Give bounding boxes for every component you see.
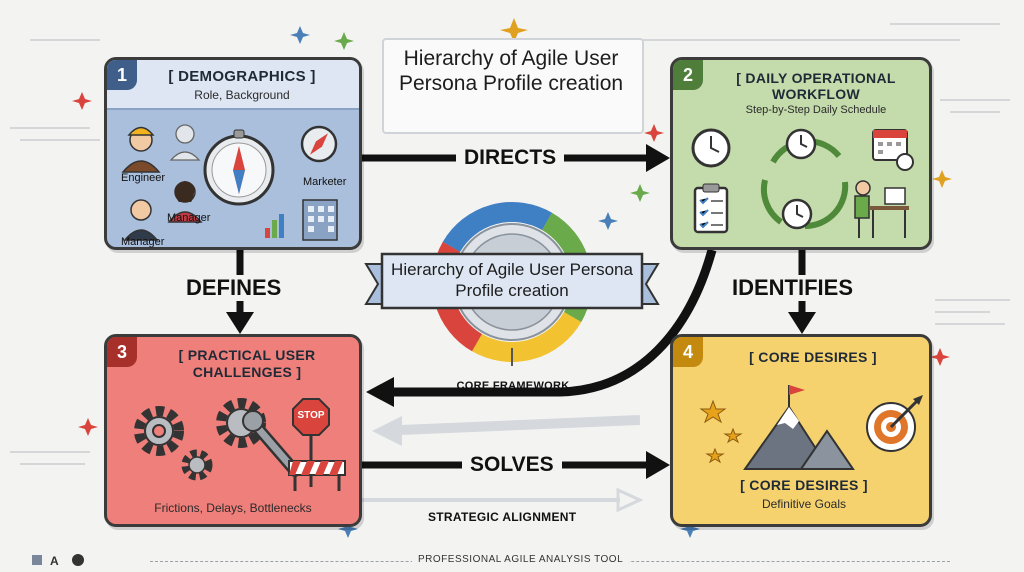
person-at-desk-icon xyxy=(854,180,909,238)
card-workflow-title-line2: WORKFLOW xyxy=(772,86,860,102)
clock-icon xyxy=(785,128,817,160)
target-icon xyxy=(866,395,923,452)
clipboard-icon xyxy=(693,183,729,234)
compass-icon xyxy=(203,129,275,206)
card-workflow-title-line1: [ DAILY OPERATIONAL xyxy=(736,70,896,86)
card-number-3: 3 xyxy=(107,337,137,367)
gear-icon xyxy=(134,406,184,456)
connector-label-identifies: IDENTIFIES xyxy=(728,275,858,301)
core-framework-caption: CORE FRAMEWORK xyxy=(456,380,570,392)
label-manager-1: Manager xyxy=(167,212,211,224)
challenges-illustration xyxy=(134,398,346,491)
compass-icon xyxy=(300,125,338,163)
card-desires-title: [ CORE DESIRES ] xyxy=(749,349,877,365)
card-daily-workflow: 2 [ DAILY OPERATIONAL WORKFLOW Step-by-S… xyxy=(670,57,932,250)
mountain-icon xyxy=(743,385,855,470)
desires-illustration xyxy=(699,385,923,470)
card-challenges-title-line2: CHALLENGES ] xyxy=(192,364,302,380)
title-box xyxy=(382,38,644,134)
engineer-icon xyxy=(121,126,161,173)
label-manager-2: Manager xyxy=(121,236,165,248)
building-icon xyxy=(302,199,338,241)
star-icon xyxy=(699,399,743,464)
clock-icon xyxy=(691,128,731,168)
clock-icon xyxy=(781,198,813,230)
ribbon-banner xyxy=(364,252,660,310)
gear-icon xyxy=(181,449,213,481)
card-number-4: 4 xyxy=(673,337,703,367)
svg-text:A: A xyxy=(50,554,59,568)
calendar-icon xyxy=(872,129,914,171)
strategic-alignment-caption: STRATEGIC ALIGNMENT xyxy=(428,510,577,524)
manager-icon xyxy=(167,181,203,223)
card-demographics: 1 [ DEMOGRAPHICS ] Role, Background xyxy=(104,57,362,250)
card-demographics-title: [ DEMOGRAPHICS ] xyxy=(168,68,316,85)
card-demographics-header xyxy=(107,60,359,110)
label-engineer: Engineer xyxy=(121,172,166,184)
card-demographics-subtitle: Role, Background xyxy=(194,88,290,102)
connector-label-defines: DEFINES xyxy=(182,275,286,301)
card-number-2: 2 xyxy=(673,60,703,90)
label-marketer: Marketer xyxy=(303,176,347,188)
manager-icon xyxy=(123,199,159,241)
bar-chart-icon xyxy=(265,214,284,238)
card-practical-challenges: 3 [ PRACTICAL USER CHALLENGES ] xyxy=(104,334,362,527)
ribbon-title: Hierarchy of Agile User Persona Profile … xyxy=(391,260,633,300)
wrench-icon xyxy=(242,410,301,477)
connector-label-directs: DIRECTS xyxy=(456,146,565,170)
barricade-icon xyxy=(288,460,346,491)
footer-text: PROFESSIONAL AGILE ANALYSIS TOOL xyxy=(412,554,630,565)
card-number-1: 1 xyxy=(107,60,137,90)
card-workflow-subtitle: Step-by-Step Daily Schedule xyxy=(745,104,887,116)
stop-sign-label: STOP xyxy=(297,410,325,421)
card-desires-title-2: [ CORE DESIRES ] xyxy=(740,477,868,493)
card-desires-subtitle: Definitive Goals xyxy=(761,497,847,511)
card-challenges-title-line1: [ PRACTICAL USER xyxy=(178,347,316,363)
workflow-illustration xyxy=(691,128,914,238)
page-title: Hierarchy of Agile User Persona Profile … xyxy=(398,47,624,95)
card-challenges-subtitle: Frictions, Delays, Bottlenecks xyxy=(154,501,312,515)
logo-icons: A xyxy=(32,554,84,568)
demographics-illustration xyxy=(121,124,338,241)
connector-label-solves: SOLVES xyxy=(462,453,562,477)
card-core-desires: 4 [ CORE DESIRES ] xyxy=(670,334,932,527)
